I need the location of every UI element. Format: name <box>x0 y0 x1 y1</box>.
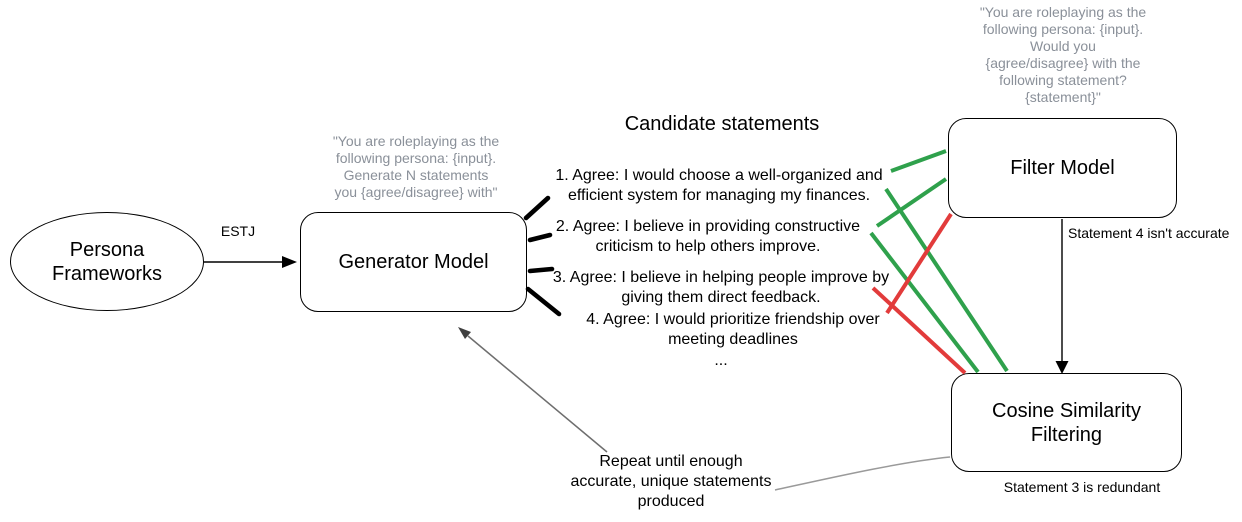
candidate-statements-title: Candidate statements <box>624 113 820 135</box>
cosine-filtering-node: Cosine Similarity Filtering <box>951 373 1182 472</box>
cosine-result-note: Statement 3 is redundant <box>1003 479 1161 495</box>
filter-reject-statement4-edge <box>885 212 953 315</box>
generator-model-label: Generator Model <box>338 251 489 273</box>
estj-arrowhead <box>282 256 297 268</box>
repeat-arrowhead <box>458 327 471 339</box>
filter-prompt-text: "You are roleplaying as the following pe… <box>979 4 1147 106</box>
candidate-statement-1: 1. Agree: I would choose a well-organize… <box>555 167 883 205</box>
estj-edge-label: ESTJ <box>220 223 256 239</box>
candidate-statement-4: 4. Agree: I would prioritize friendship … <box>586 311 880 349</box>
generator-model-node: Generator Model <box>300 212 527 312</box>
candidate-statement-2: 2. Agree: I believe in providing constru… <box>555 218 861 256</box>
statement1-filter-accept-edge <box>890 149 947 173</box>
filter-model-label: Filter Model <box>1010 157 1115 179</box>
persona-frameworks-node: Persona Frameworks <box>10 212 204 311</box>
persona-frameworks-label: Persona Frameworks <box>51 238 162 285</box>
filter-model-node: Filter Model <box>948 118 1177 218</box>
candidate-statement-3: 3. Agree: I believe in helping people im… <box>552 269 890 307</box>
candidate-statements-ellipsis: ... <box>714 352 728 369</box>
generator-prompt-text: "You are roleplaying as the following pe… <box>332 133 500 201</box>
filter-result-note: Statement 4 isn't accurate <box>1068 225 1230 241</box>
cosine-filtering-label: Cosine Similarity Filtering <box>992 399 1141 446</box>
repeat-loop-note: Repeat until enough accurate, unique sta… <box>570 453 772 511</box>
